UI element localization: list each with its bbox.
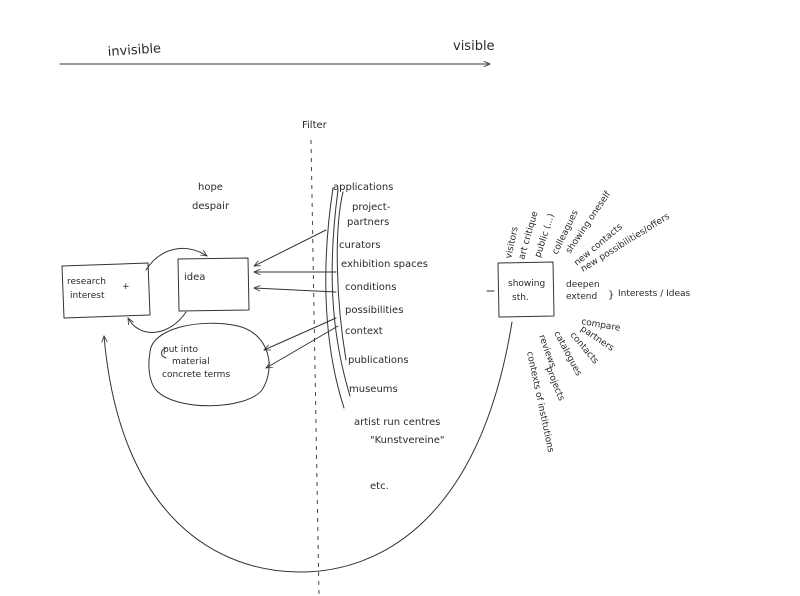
despair-label: despair bbox=[192, 201, 230, 212]
filter-item: publications bbox=[348, 355, 409, 366]
put-into-label: put into bbox=[163, 345, 199, 355]
idea-label: idea bbox=[184, 272, 205, 283]
interests-ideas-label: Interests / Ideas bbox=[618, 289, 691, 299]
filter-item: etc. bbox=[370, 481, 389, 492]
filter-item: conditions bbox=[345, 282, 396, 293]
extend-label: extend bbox=[566, 292, 597, 302]
research-interest-box bbox=[61, 262, 151, 319]
filter-item: artist run centres bbox=[354, 417, 440, 428]
filter-item: museums bbox=[349, 384, 398, 395]
idea-box bbox=[177, 257, 250, 312]
arrow-to-idea-1 bbox=[254, 229, 327, 267]
feedback-loop-arrow bbox=[104, 321, 513, 573]
filter-item: applications bbox=[333, 182, 393, 193]
deepen-label: deepen bbox=[566, 280, 600, 290]
brace-mark: } bbox=[608, 290, 614, 301]
showing-label: showing bbox=[508, 279, 545, 289]
list-brace-2 bbox=[331, 189, 351, 397]
research-label: research bbox=[67, 277, 106, 287]
concrete-terms-label: concrete terms bbox=[162, 370, 230, 380]
axis-label-visible: visible bbox=[453, 39, 495, 54]
axis-label-invisible: invisible bbox=[107, 41, 161, 60]
showing-box bbox=[497, 261, 555, 318]
interest-label: interest bbox=[70, 291, 105, 301]
filter-item: "Kunstvereine" bbox=[370, 435, 444, 446]
filter-label: Filter bbox=[302, 120, 328, 131]
filter-item: context bbox=[345, 326, 383, 337]
material-ellipse bbox=[148, 322, 270, 407]
filter-item: partners bbox=[347, 217, 389, 228]
arrow-to-idea-3 bbox=[254, 288, 337, 293]
bracket-mark bbox=[161, 347, 167, 359]
filter-dashed-line bbox=[310, 139, 320, 596]
filter-item: project- bbox=[352, 202, 391, 213]
filter-item: curators bbox=[339, 240, 380, 251]
material-label: material bbox=[172, 357, 210, 367]
cycle-arrow-bottom bbox=[127, 311, 187, 333]
arrow-to-material-1 bbox=[264, 317, 337, 351]
sth-label: sth. bbox=[512, 293, 529, 303]
filter-item: exhibition spaces bbox=[341, 259, 428, 270]
outcome-item: projects bbox=[543, 365, 566, 402]
plus-sign: + bbox=[122, 282, 130, 292]
cycle-arrow-top bbox=[145, 248, 207, 271]
filter-item: possibilities bbox=[345, 305, 403, 316]
list-brace-1 bbox=[325, 187, 345, 409]
list-brace-3 bbox=[336, 191, 347, 361]
hope-label: hope bbox=[198, 182, 223, 193]
arrow-to-material-2 bbox=[266, 325, 339, 368]
